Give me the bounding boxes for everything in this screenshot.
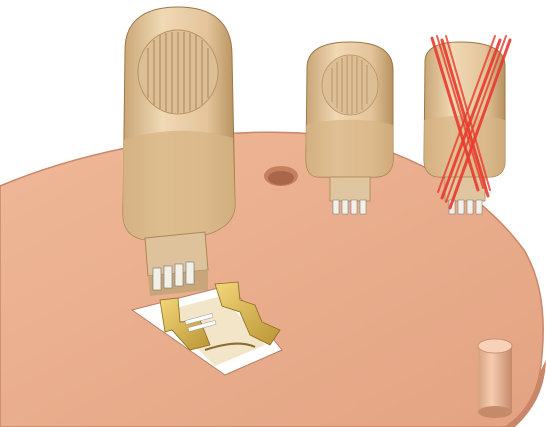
board-post <box>478 339 512 418</box>
board-hole <box>264 166 298 186</box>
